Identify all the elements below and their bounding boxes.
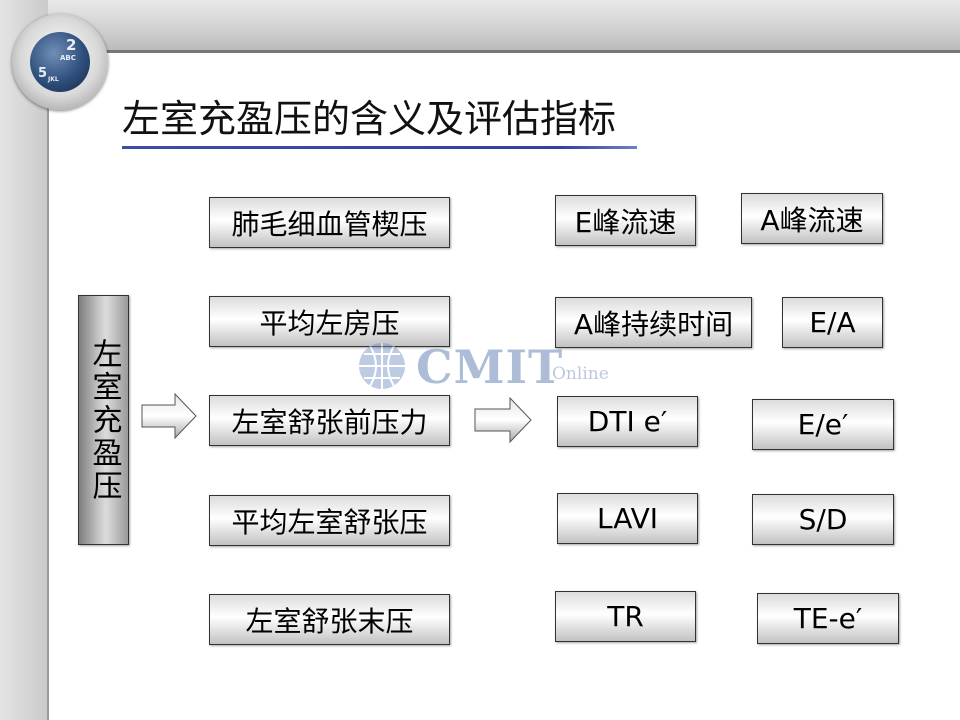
index-box-a-velocity: A峰流速 [741, 193, 883, 244]
logo-key-2: 2 [66, 36, 77, 54]
index-box-dti-e-prime: DTI e′ [557, 396, 698, 447]
index-box-e-over-a: E/A [782, 297, 883, 348]
arrow-right-icon [474, 397, 532, 443]
meaning-box-mean-la-pressure: 平均左房压 [209, 296, 450, 347]
arrow-right-icon [141, 393, 197, 439]
side-bar [0, 0, 48, 720]
index-box-lavi: LAVI [557, 493, 698, 544]
meaning-box-lv-pre-a-pressure: 左室舒张前压力 [209, 395, 450, 446]
logo-key-5-sub: JKL [48, 76, 59, 83]
keypad-logo-icon: 2 ABC 5 JKL [12, 14, 108, 110]
index-box-a-duration: A峰持续时间 [555, 297, 752, 348]
logo-key-2-sub: ABC [60, 54, 76, 62]
index-box-te-e-prime: TE-e′ [757, 593, 899, 644]
header-divider [95, 50, 960, 53]
meaning-box-pcwp: 肺毛细血管楔压 [209, 197, 450, 248]
meaning-box-lvedp: 左室舒张末压 [209, 594, 450, 645]
index-box-tr: TR [555, 591, 696, 642]
index-box-s-over-d: S/D [752, 494, 894, 545]
logo-key-5: 5 [38, 66, 48, 81]
index-box-e-velocity: E峰流速 [555, 195, 696, 246]
center-concept-box: 左室充盈压 [78, 295, 129, 545]
title-underline [122, 146, 637, 149]
cmit-watermark: CMIT Online [354, 340, 614, 394]
center-concept-label: 左室充盈压 [86, 337, 122, 503]
meaning-box-mean-lv-diastolic-pressure: 平均左室舒张压 [209, 495, 450, 546]
side-divider [47, 100, 49, 720]
index-box-e-over-e-prime: E/e′ [752, 399, 894, 450]
header-bar [0, 0, 960, 52]
slide-title: 左室充盈压的含义及评估指标 [122, 97, 617, 141]
keypad-logo-face: 2 ABC 5 JKL [30, 32, 90, 92]
globe-icon [359, 343, 405, 389]
watermark-subtext: Online [552, 364, 609, 384]
watermark-text: CMIT [416, 340, 564, 394]
